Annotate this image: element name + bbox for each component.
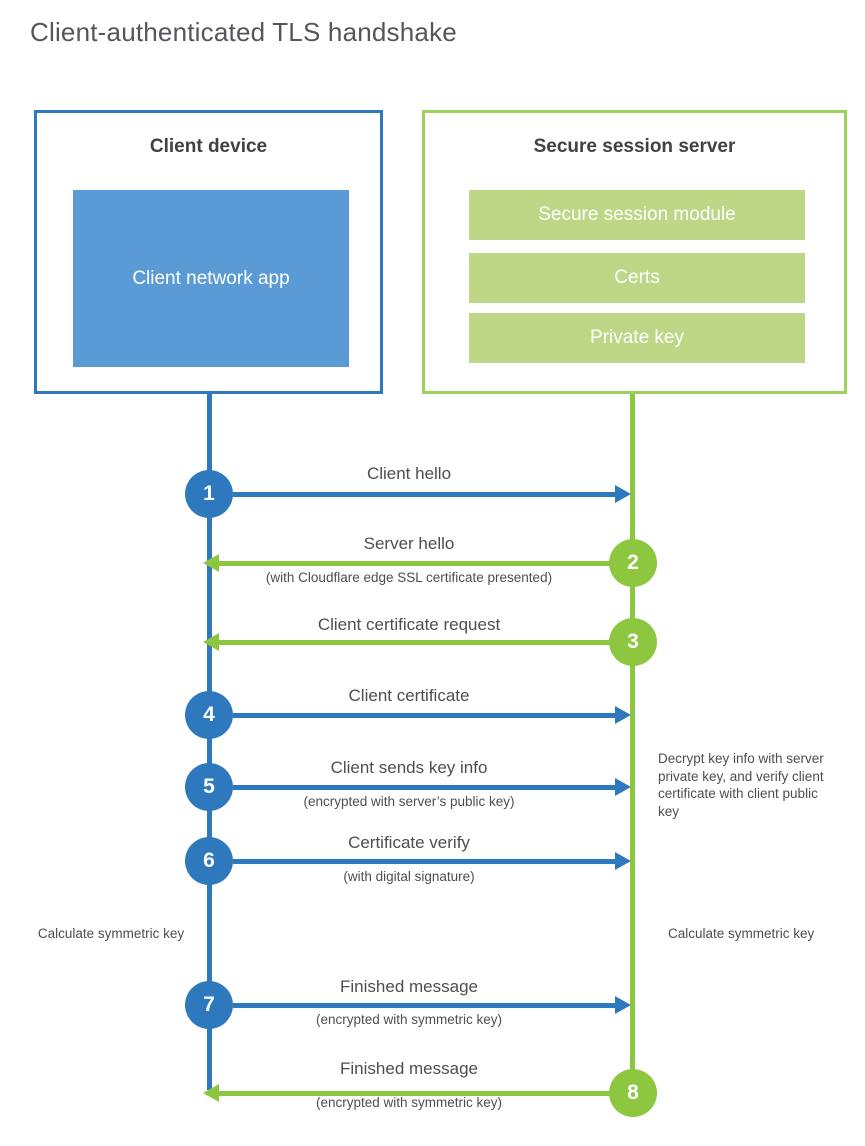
server-module-certs: Certs xyxy=(469,253,805,303)
arrow-shaft xyxy=(233,712,618,718)
arrow-shaft xyxy=(216,1090,611,1096)
decrypt-key-info-note: Decrypt key info with server private key… xyxy=(658,751,824,819)
step-2-sublabel: (with Cloudflare edge SSL certificate pr… xyxy=(265,570,553,585)
step-7-arrow-right xyxy=(233,996,631,1014)
arrow-head-left-icon xyxy=(203,554,219,572)
step-7-label: Finished message xyxy=(340,977,478,996)
step-6-label: Certificate verify xyxy=(348,833,470,852)
calculate-symmetric-key-note-client: Calculate symmetric key xyxy=(37,926,185,941)
step-2-arrow-left xyxy=(203,554,611,572)
arrow-shaft xyxy=(233,1002,618,1008)
step-2-badge: 2 xyxy=(609,539,657,587)
step-3-badge: 3 xyxy=(609,618,657,666)
arrow-shaft xyxy=(233,491,618,497)
step-3-label: Client certificate request xyxy=(317,615,501,634)
client-device-box: Client device Client network app xyxy=(34,110,383,394)
arrow-head-left-icon xyxy=(203,633,219,651)
step-6-sublabel: (with digital signature) xyxy=(343,869,475,884)
client-network-app-box: Client network app xyxy=(73,190,349,367)
step-2-label: Server hello xyxy=(363,534,455,553)
step-1-badge: 1 xyxy=(185,470,233,518)
client-device-title: Client device xyxy=(149,136,268,157)
calculate-symmetric-key-note-server: Calculate symmetric key xyxy=(668,926,815,941)
arrow-shaft xyxy=(233,858,618,864)
step-1-label: Client hello xyxy=(366,464,452,483)
step-8-badge: 8 xyxy=(609,1069,657,1117)
server-module-private-key: Private key xyxy=(469,313,805,363)
step-4-arrow-right xyxy=(233,706,631,724)
step-6-arrow-right xyxy=(233,852,631,870)
step-8-label: Finished message xyxy=(340,1059,478,1078)
server-lifeline xyxy=(630,394,635,1095)
step-5-badge: 5 xyxy=(185,763,233,811)
step-5-sublabel: (encrypted with server’s public key) xyxy=(303,794,515,809)
step-7-sublabel: (encrypted with symmetric key) xyxy=(315,1012,503,1027)
client-network-app-label: Client network app xyxy=(132,267,290,289)
step-4-badge: 4 xyxy=(185,691,233,739)
arrow-head-right-icon xyxy=(615,778,631,796)
arrow-head-right-icon xyxy=(615,706,631,724)
step-5-label: Client sends key info xyxy=(330,758,488,777)
client-lifeline xyxy=(207,394,212,1090)
arrow-shaft xyxy=(216,639,611,645)
step-8-sublabel: (encrypted with symmetric key) xyxy=(315,1095,503,1110)
step-6-badge: 6 xyxy=(185,837,233,885)
step-3-arrow-left xyxy=(203,633,611,651)
arrow-head-right-icon xyxy=(615,485,631,503)
arrow-head-right-icon xyxy=(615,852,631,870)
step-8-arrow-left xyxy=(203,1084,611,1102)
step-1-arrow-right xyxy=(233,485,631,503)
arrow-shaft xyxy=(216,560,611,566)
step-7-badge: 7 xyxy=(185,981,233,1029)
arrow-head-right-icon xyxy=(615,996,631,1014)
server-module-secure-session: Secure session module xyxy=(469,190,805,240)
page-title: Client-authenticated TLS handshake xyxy=(30,17,457,47)
secure-session-server-title: Secure session server xyxy=(533,136,736,157)
step-4-label: Client certificate xyxy=(348,686,470,705)
step-5-arrow-right xyxy=(233,778,631,796)
arrow-head-left-icon xyxy=(203,1084,219,1102)
secure-session-server-box: Secure session server Secure session mod… xyxy=(422,110,847,394)
arrow-shaft xyxy=(233,784,618,790)
